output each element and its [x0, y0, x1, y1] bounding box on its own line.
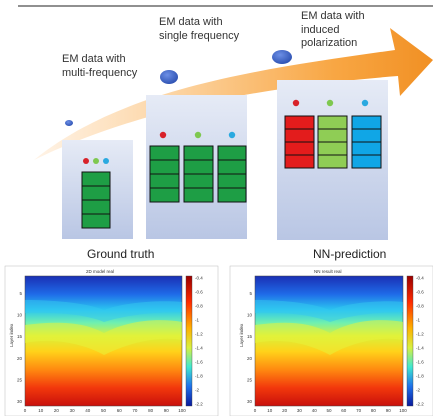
colorbar-tick-label: -0.4: [195, 276, 203, 281]
heatmap-plot-left: [24, 275, 183, 407]
red-channel-icon: [159, 131, 167, 139]
caption-nn-prediction: NN-prediction: [313, 247, 386, 261]
colorbar-tick-label: -1.6: [195, 360, 203, 365]
y-ticks-right: 5 10 15 20 25 30: [247, 291, 253, 404]
x-tick-label: 50: [101, 408, 107, 413]
y-tick-label: 5: [19, 291, 22, 296]
heatmap-panel-left: 2D model real Layer index 5 10 15 20 25 30 0 1…: [4, 265, 219, 416]
channel-icons-2: [159, 131, 236, 139]
stage-label-2: EM data with single frequency: [159, 16, 240, 42]
colorbar-tick-label: -2: [416, 388, 420, 393]
x-tick-label: 100: [399, 408, 407, 413]
colorbar-tick-label: -0.4: [416, 276, 424, 281]
y-tick-label: 10: [247, 313, 253, 318]
colorbar-tick-label: -1.6: [416, 360, 424, 365]
x-tick-label: 40: [312, 408, 318, 413]
heatmap-plot-right: [254, 275, 404, 407]
stage-node: [160, 70, 178, 84]
stage-label-1: EM data with multi-frequency: [62, 53, 138, 79]
x-tick-label: 90: [164, 408, 170, 413]
green-channel-icon: [326, 99, 334, 107]
x-tick-label: 100: [178, 408, 186, 413]
colorbar-tick-label: -1.2: [416, 332, 424, 337]
green-channel-icon: [93, 158, 99, 164]
colorbar-tick-label: -1.2: [195, 332, 203, 337]
y-tick-label: 15: [17, 334, 23, 339]
colorbar-tick-label: -1.8: [416, 374, 424, 379]
colorbar-tick-label: -1: [195, 318, 199, 323]
x-tick-label: 50: [326, 408, 332, 413]
blue-channel-icon: [228, 131, 236, 139]
y-tick-label: 25: [247, 378, 253, 383]
x-tick-label: 20: [54, 408, 60, 413]
x-tick-label: 0: [254, 408, 257, 413]
colorbar-tick-label: -1.4: [195, 346, 203, 351]
colorbar-tick-label: -0.8: [195, 304, 203, 309]
y-tick-label: 10: [17, 313, 23, 318]
heatmap-title-right: NN result real: [314, 269, 342, 274]
red-channel-icon: [292, 99, 300, 107]
stage-label-3: EM data with induced polarization: [301, 10, 368, 49]
data-column-1: [81, 171, 111, 229]
y-tick-label: 30: [17, 399, 23, 404]
caption-ground-truth: Ground truth: [87, 247, 154, 261]
colorbar-right: [406, 275, 414, 407]
colorbar-tick-label: -2: [195, 388, 199, 393]
red-channel-icon: [83, 158, 89, 164]
y-tick-label: 5: [249, 291, 252, 296]
x-tick-label: 60: [117, 408, 123, 413]
x-tick-label: 20: [282, 408, 288, 413]
colorbar-tick-label: -1.4: [416, 346, 424, 351]
colorbar-tick-label: -1: [416, 318, 420, 323]
colorbar-tick-label: -0.6: [195, 290, 203, 295]
green-channel-icon: [194, 131, 202, 139]
blue-channel-icon: [361, 99, 369, 107]
colorbar-tick-label: -0.6: [416, 290, 424, 295]
x-tick-label: 0: [24, 408, 27, 413]
colorbar-tick-label: -1.8: [195, 374, 203, 379]
x-tick-label: 90: [386, 408, 392, 413]
colorbar-ticks-left: -0.4 -0.6 -0.8 -1 -1.2 -1.4 -1.6 -1.8 -2 -2.2: [195, 276, 203, 407]
y-tick-label: 30: [247, 399, 253, 404]
x-tick-label: 30: [297, 408, 303, 413]
data-columns-2: [149, 145, 247, 203]
stage-node: [65, 120, 73, 126]
colorbar-left: [185, 275, 193, 407]
blue-channel-icon: [103, 158, 109, 164]
x-tick-label: 10: [38, 408, 44, 413]
x-ticks-left: 0 10 20 30 40 50 60 70 80 90 100: [24, 408, 187, 413]
y-tick-label: 20: [247, 356, 253, 361]
x-ticks-right: 0 10 20 30 40 50 60 70 80 90 100: [254, 408, 408, 413]
ylabel-left: Layer index: [9, 323, 14, 347]
heatmap-title-left: 2D model real: [86, 269, 114, 274]
colorbar-tick-label: -2.2: [195, 402, 203, 407]
data-columns-3: [284, 115, 382, 169]
x-tick-label: 60: [341, 408, 347, 413]
x-tick-label: 80: [148, 408, 154, 413]
ylabel-right: Layer index: [239, 323, 244, 347]
heatmap-panel-right: NN result real Layer index 5 10 15 20 25 30 0…: [229, 265, 433, 416]
x-tick-label: 70: [356, 408, 362, 413]
y-tick-label: 25: [17, 378, 23, 383]
x-tick-label: 70: [132, 408, 138, 413]
colorbar-tick-label: -0.8: [416, 304, 424, 309]
x-tick-label: 30: [70, 408, 76, 413]
x-tick-label: 40: [85, 408, 91, 413]
y-tick-label: 15: [247, 334, 253, 339]
progress-arrow: [34, 28, 433, 160]
x-tick-label: 80: [371, 408, 377, 413]
colorbar-tick-label: -2.2: [416, 402, 424, 407]
y-ticks-left: 5 10 15 20 25 30: [17, 291, 23, 404]
colorbar-ticks-right: -0.4 -0.6 -0.8 -1 -1.2 -1.4 -1.6 -1.8 -2 -2.2: [416, 276, 424, 407]
channel-icons-3: [292, 99, 369, 107]
stage-node: [272, 50, 292, 64]
y-tick-label: 20: [17, 356, 23, 361]
channel-icons-1: [83, 158, 109, 164]
x-tick-label: 10: [267, 408, 273, 413]
